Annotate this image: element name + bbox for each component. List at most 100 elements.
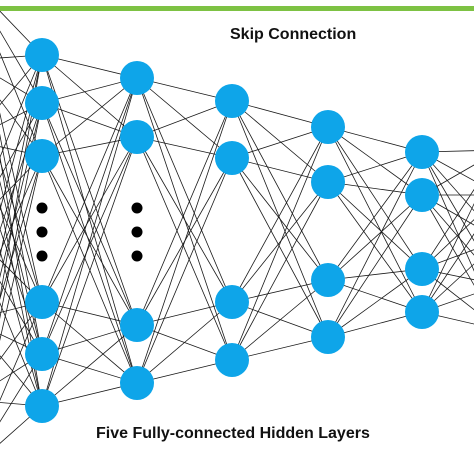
incoming-edge: [0, 301, 43, 402]
layer-edge: [41, 155, 138, 384]
layer-edge: [327, 126, 423, 270]
incoming-edge: [0, 353, 43, 423]
hidden-layer-1-neuron-6: [25, 389, 59, 423]
outgoing-edge: [421, 151, 474, 212]
bottom-caption-backdrop: [90, 418, 410, 448]
hidden-layer-5-neuron-4: [405, 295, 439, 329]
bottom-caption: Five Fully-connected Hidden Layers: [96, 425, 370, 442]
incoming-edge: [0, 206, 43, 303]
layer-edge: [327, 194, 423, 338]
layer-edge: [231, 279, 329, 361]
incoming-edge: [0, 301, 43, 360]
layer-edge: [41, 77, 138, 157]
hidden-layer-1-neuron-2: [25, 86, 59, 120]
incoming-edge: [0, 280, 43, 355]
incoming-edge: [0, 155, 43, 341]
layer-edge: [231, 181, 329, 303]
layer-edge: [327, 268, 423, 338]
layer-edge: [41, 155, 138, 326]
incoming-edge: [0, 30, 43, 104]
incoming-edge: [0, 155, 43, 300]
outgoing-edge: [421, 188, 474, 270]
layer-edge: [136, 136, 233, 303]
layer-edge: [327, 194, 423, 281]
neuron-nodes: [25, 38, 439, 423]
hidden-layer-2-neuron-4: [120, 366, 154, 400]
hidden-layer-3-neuron-1: [215, 84, 249, 118]
hidden-layer-3-neuron-4: [215, 343, 249, 377]
incoming-edge: [0, 302, 43, 407]
layer-edge: [231, 126, 329, 303]
layer-edge: [136, 136, 233, 361]
ellipsis-dot: [36, 250, 48, 262]
hidden-layer-5-neuron-2: [405, 178, 439, 212]
top-caption-backdrop: [226, 18, 376, 48]
hidden-layer-3-neuron-2: [215, 141, 249, 175]
layer-edge: [231, 100, 329, 183]
hidden-layer-4-neuron-3: [311, 263, 345, 297]
layer-edge: [231, 157, 329, 281]
layer-edge: [231, 126, 329, 361]
outgoing-edge: [421, 151, 474, 272]
ellipsis-dot: [36, 202, 48, 214]
outgoing-edge: [421, 194, 474, 286]
layer-edge: [41, 301, 138, 384]
layer-edge: [41, 77, 138, 303]
ellipsis-dots: [36, 202, 143, 262]
layer-edge: [41, 136, 138, 407]
hidden-layer-1-neuron-4: [25, 285, 59, 319]
incoming-edge: [0, 112, 43, 303]
layer-edge: [136, 100, 233, 384]
ellipsis-dot: [36, 226, 48, 238]
ellipsis-dot: [131, 202, 143, 214]
layer-edge: [136, 77, 233, 159]
hidden-layer-5-neuron-3: [405, 252, 439, 286]
incoming-edge: [0, 155, 43, 253]
hidden-layer-4-neuron-1: [311, 110, 345, 144]
outgoing-edge: [421, 203, 474, 313]
layer-edge: [41, 136, 138, 355]
outgoing-edge: [421, 263, 474, 313]
layer-edge: [41, 102, 138, 326]
hidden-layer-2-neuron-2: [120, 120, 154, 154]
incoming-edge: [0, 355, 43, 407]
outgoing-edge: [421, 219, 474, 270]
layer-edge: [231, 157, 329, 338]
hidden-layer-1-neuron-5: [25, 337, 59, 371]
top-accent-bar: [0, 6, 474, 11]
incoming-edge: [0, 155, 43, 200]
incoming-edge: [0, 52, 43, 157]
hidden-layer-4-neuron-2: [311, 165, 345, 199]
layer-edge: [41, 136, 138, 303]
layer-edge: [327, 126, 423, 313]
hidden-layer-2-neuron-3: [120, 308, 154, 342]
incoming-edge: [0, 54, 43, 159]
layer-edge: [136, 301, 233, 384]
layer-edge: [327, 181, 423, 313]
incoming-edge: [0, 54, 43, 106]
layer-edge: [136, 100, 233, 326]
layer-edge: [327, 151, 423, 338]
hidden-layer-5-neuron-1: [405, 135, 439, 169]
ellipsis-dot: [131, 250, 143, 262]
incoming-edge: [0, 102, 43, 231]
incoming-edge: [0, 54, 43, 300]
outgoing-edge: [421, 233, 474, 313]
layer-edge: [41, 324, 138, 407]
incoming-edge: [0, 10, 43, 56]
layer-edge: [231, 100, 329, 281]
layer-edge: [231, 181, 329, 361]
layer-edge: [136, 157, 233, 384]
hidden-layer-1-neuron-3: [25, 139, 59, 173]
outgoing-edge: [421, 194, 474, 256]
layer-edge: [327, 181, 423, 270]
ellipsis-dot: [131, 226, 143, 238]
hidden-layer-4-neuron-4: [311, 320, 345, 354]
layer-edge: [136, 77, 233, 303]
hidden-layer-2-neuron-1: [120, 61, 154, 95]
layer-edge: [327, 151, 423, 281]
hidden-layer-3-neuron-3: [215, 285, 249, 319]
top-caption: Skip Connection: [230, 26, 356, 43]
